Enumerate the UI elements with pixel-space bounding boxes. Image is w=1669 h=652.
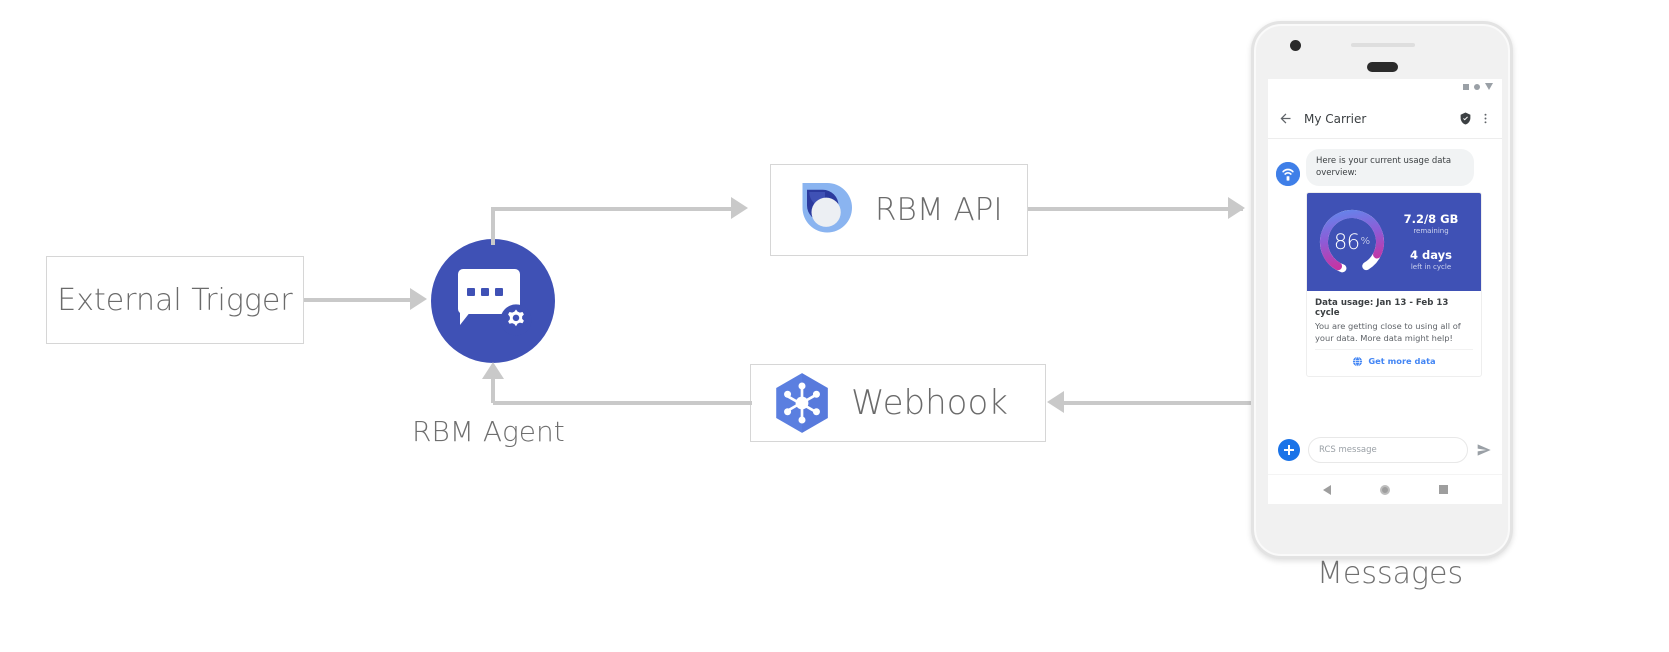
- data-usage-gauge-panel: 86 % 7.2/8 GB remaining 4 days left in c…: [1307, 192, 1481, 291]
- more-vertical-icon[interactable]: [1479, 112, 1492, 125]
- external-trigger-node[interactable]: External Trigger: [46, 256, 304, 344]
- plus-icon[interactable]: [1278, 439, 1300, 461]
- connector-agent-up: [491, 209, 495, 245]
- connector-trigger-to-agent: [304, 298, 410, 302]
- rbm-api-node[interactable]: RBM API: [770, 164, 1028, 256]
- rich-card-body: Data usage: Jan 13 - Feb 13 cycle You ar…: [1307, 291, 1481, 376]
- send-icon[interactable]: [1476, 442, 1492, 458]
- gear-icon: [500, 304, 532, 336]
- messages-caption: Messages: [1317, 556, 1464, 591]
- nav-home-icon[interactable]: [1379, 484, 1390, 495]
- rbm-droplet-icon: [798, 183, 852, 233]
- earpiece-speaker: [1367, 62, 1398, 72]
- connector-agent-to-api: [491, 207, 731, 211]
- signal-icon: [1463, 83, 1469, 90]
- globe-icon: [1353, 356, 1363, 367]
- android-nav-bar: [1268, 474, 1502, 504]
- message-bubble: Here is your current usage data overview…: [1306, 149, 1474, 186]
- phone-screen: My Carrier: [1268, 79, 1502, 504]
- rcs-message-placeholder: RCS message: [1319, 445, 1377, 455]
- wifi-icon: [1474, 83, 1480, 90]
- conversation-area: Here is your current usage data overview…: [1268, 140, 1502, 445]
- get-more-data-label: Get more data: [1368, 356, 1436, 367]
- connector-agent-up-return: [491, 378, 495, 403]
- data-remaining-value: 7.2/8 GB: [1403, 212, 1459, 227]
- webhook-label: Webhook: [851, 383, 1008, 423]
- front-camera-icon: [1290, 40, 1301, 51]
- webhook-node[interactable]: Webhook: [750, 364, 1046, 442]
- arrowhead-agent-to-api: [731, 197, 748, 219]
- nav-recents-icon[interactable]: [1438, 485, 1448, 494]
- rbm-agent-caption: RBM Agent: [412, 415, 565, 448]
- status-bar: [1463, 83, 1493, 90]
- usage-gauge: 86 %: [1315, 205, 1389, 279]
- typing-dots-icon: [467, 288, 503, 296]
- rich-card-title: Data usage: Jan 13 - Feb 13 cycle: [1315, 297, 1449, 318]
- phone-device: My Carrier: [1251, 21, 1513, 559]
- arrowhead-webhook-to-agent: [482, 362, 504, 379]
- rich-card[interactable]: 86 % 7.2/8 GB remaining 4 days left in c…: [1306, 191, 1482, 377]
- app-bar: My Carrier: [1268, 99, 1502, 139]
- connector-api-to-phone: [1028, 207, 1243, 211]
- arrowhead-api-to-phone: [1228, 197, 1245, 219]
- arrowhead-phone-to-webhook: [1047, 391, 1064, 413]
- rbm-agent-node[interactable]: [431, 239, 555, 363]
- sensor-bar: [1351, 43, 1415, 47]
- get-more-data-button[interactable]: Get more data: [1315, 348, 1473, 371]
- conversation-title: My Carrier: [1304, 111, 1367, 126]
- connector-webhook-to-agent: [493, 401, 752, 405]
- verified-shield-icon[interactable]: [1459, 112, 1472, 125]
- cloud-functions-hexagon-icon: [776, 373, 828, 433]
- incoming-message-row: Here is your current usage data overview…: [1276, 149, 1494, 186]
- chat-bubble-tail-icon: [460, 311, 471, 325]
- rcs-message-input[interactable]: RCS message: [1308, 437, 1468, 463]
- message-composer: RCS message: [1268, 430, 1502, 470]
- gauge-value-group: 86 %: [1315, 205, 1389, 279]
- nav-back-icon[interactable]: [1322, 484, 1331, 495]
- connector-phone-to-webhook: [1064, 401, 1254, 405]
- back-arrow-icon[interactable]: [1278, 111, 1293, 126]
- battery-icon: [1485, 83, 1493, 90]
- carrier-signal-avatar-icon: [1276, 161, 1300, 186]
- rbm-api-label: RBM API: [875, 192, 1003, 228]
- days-left-label: left in cycle: [1410, 263, 1452, 272]
- usage-stats: 7.2/8 GB remaining 4 days left in cycle: [1389, 212, 1473, 271]
- external-trigger-label: External Trigger: [57, 282, 293, 318]
- rich-card-description: You are getting close to using all of yo…: [1315, 320, 1461, 343]
- data-remaining-label: remaining: [1413, 227, 1449, 236]
- arrowhead-trigger-to-agent: [410, 288, 427, 310]
- gauge-unit: %: [1360, 236, 1371, 248]
- days-left-value: 4 days: [1410, 248, 1452, 263]
- gauge-value: 86: [1333, 229, 1360, 254]
